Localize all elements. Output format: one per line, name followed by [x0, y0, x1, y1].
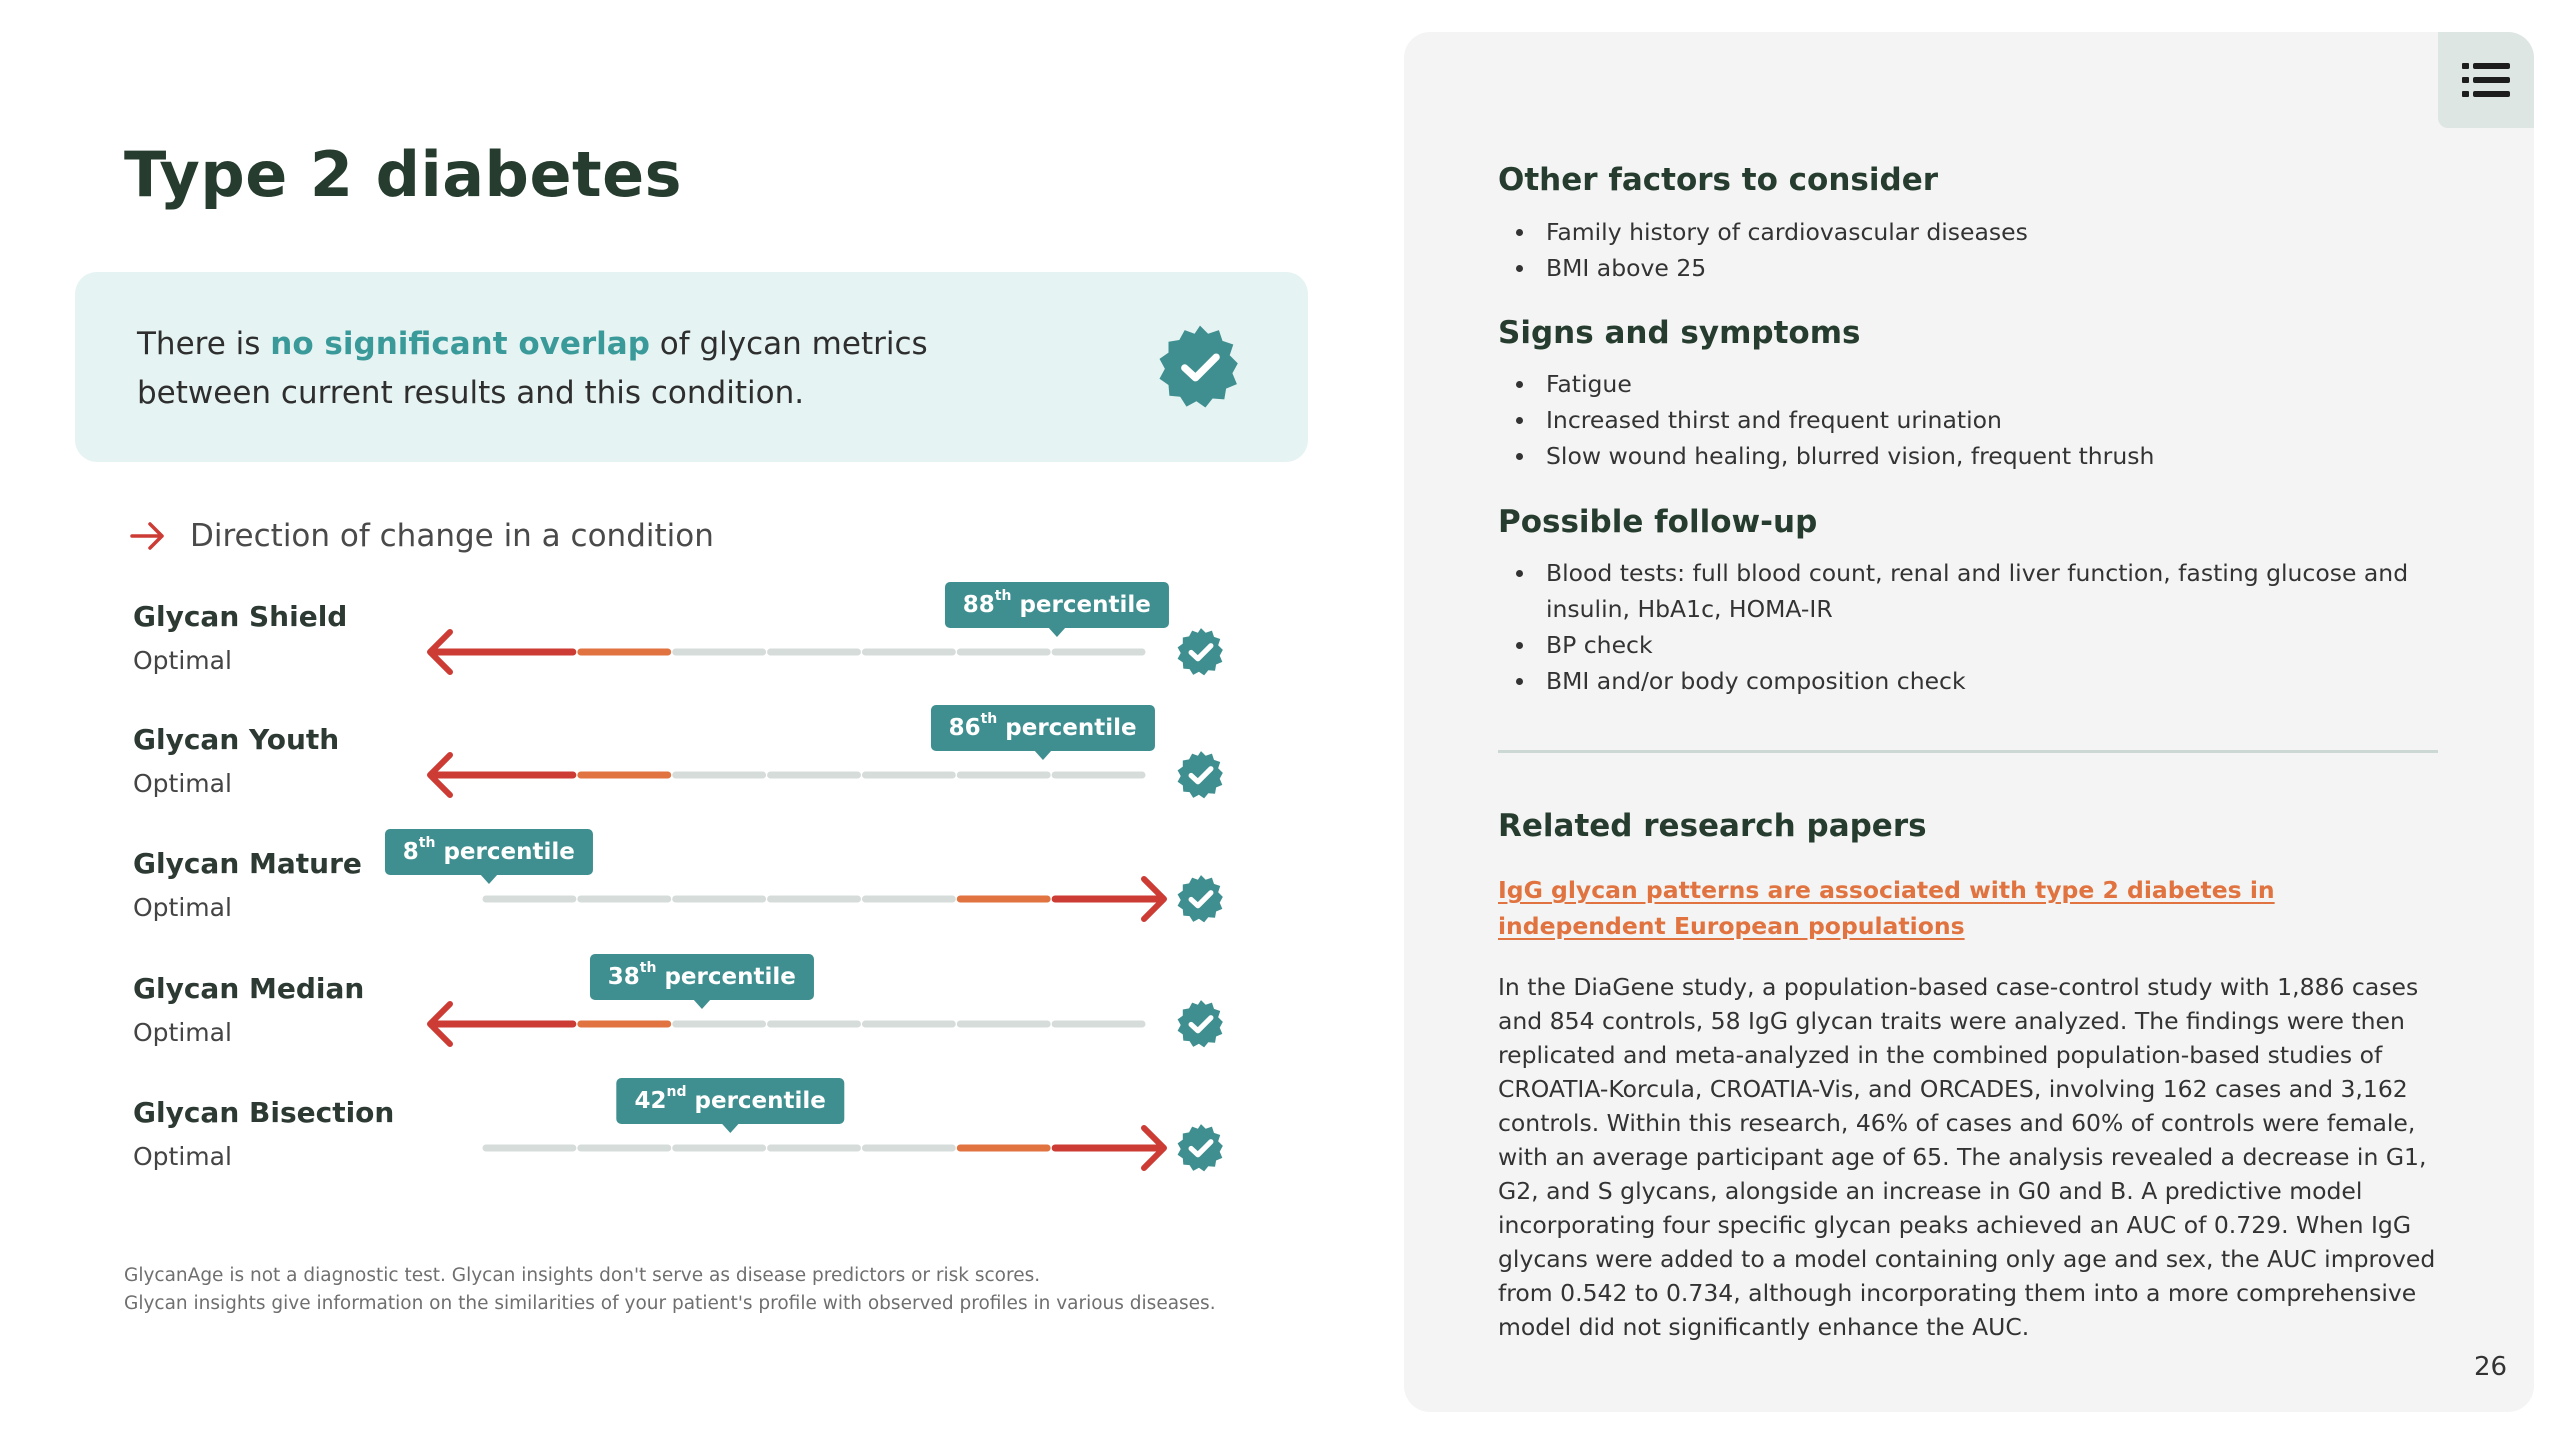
- page-title: Type 2 diabetes: [124, 138, 683, 211]
- check-badge-icon: [1177, 1124, 1223, 1172]
- details-panel: Other factors to consider Family history…: [1404, 32, 2534, 1412]
- menu-button[interactable]: [2438, 32, 2534, 128]
- list-item: Family history of cardiovascular disease…: [1498, 214, 2028, 250]
- disclaimer-line-2: Glycan insights give information on the …: [124, 1293, 1216, 1314]
- direction-legend: Direction of change in a condition: [128, 512, 714, 560]
- tag-pointer: [1047, 627, 1066, 637]
- list-item: BP check: [1498, 627, 2458, 663]
- disclaimer: GlycanAge is not a diagnostic test. Glyc…: [124, 1262, 1324, 1318]
- percentile-scale: 88th percentile: [420, 580, 1250, 690]
- other-factors-title: Other factors to consider: [1498, 162, 1939, 198]
- direction-legend-label: Direction of change in a condition: [190, 518, 714, 554]
- tag-pointer: [1033, 750, 1052, 760]
- follow-up-title: Possible follow-up: [1498, 504, 1818, 540]
- check-badge-icon: [1177, 628, 1223, 676]
- direction-arrowhead: [427, 1001, 453, 1047]
- metric-name: Glycan Shield: [133, 600, 348, 633]
- percentile-value: 42: [634, 1088, 667, 1114]
- direction-bar: [427, 629, 1146, 675]
- verified-check-badge-icon: [1159, 325, 1238, 408]
- overlap-summary-text: There is no significant overlap of glyca…: [137, 320, 1037, 418]
- metric-name: Glycan Median: [133, 972, 365, 1005]
- direction-arrowhead: [1141, 876, 1167, 922]
- percentile-scale: 42nd percentile: [420, 1076, 1250, 1186]
- percentile-suffix: th: [639, 960, 657, 976]
- direction-bar: [482, 876, 1167, 922]
- percentile-tag: 88th percentile: [944, 582, 1169, 637]
- percentile-scale: 38th percentile: [420, 952, 1250, 1062]
- direction-bar: [427, 1001, 1146, 1047]
- percentile-tag: 38th percentile: [589, 954, 814, 1009]
- metric-name: Glycan Bisection: [133, 1096, 395, 1129]
- percentile-suffix: th: [980, 711, 998, 727]
- percentile-word: percentile: [1005, 715, 1137, 741]
- check-badge-icon: [1177, 875, 1223, 923]
- research-papers-title: Related research papers: [1498, 808, 1927, 844]
- list-menu-icon: [2462, 63, 2510, 97]
- percentile-value: 38: [607, 964, 640, 990]
- list-item: BMI above 25: [1498, 250, 2028, 286]
- signs-symptoms-title: Signs and symptoms: [1498, 315, 1861, 351]
- metric-status: Optimal: [133, 1018, 232, 1047]
- percentile-scale: 8th percentile: [384, 827, 1250, 937]
- signs-symptoms-list: Fatigue Increased thirst and frequent ur…: [1498, 366, 2154, 474]
- percentile-scale: 86th percentile: [420, 703, 1250, 813]
- direction-arrowhead: [1141, 1125, 1167, 1171]
- overlap-summary-box: There is no significant overlap of glyca…: [75, 272, 1308, 462]
- research-paper-link[interactable]: IgG glycan patterns are associated with …: [1498, 876, 2275, 940]
- metric-status: Optimal: [133, 769, 232, 798]
- metric-name: Glycan Mature: [133, 847, 362, 880]
- percentile-tag: 86th percentile: [930, 705, 1155, 760]
- tag-pointer: [479, 874, 498, 884]
- direction-bar: [427, 752, 1146, 798]
- summary-text-before: There is: [137, 326, 271, 362]
- summary-highlight: no significant overlap: [270, 326, 650, 362]
- percentile-value: 8: [402, 839, 419, 865]
- check-badge-icon: [1177, 1000, 1223, 1048]
- percentile-tag: 8th percentile: [384, 829, 593, 884]
- percentile-suffix: th: [994, 588, 1012, 604]
- metric-status: Optimal: [133, 646, 232, 675]
- page-number: 26: [2474, 1352, 2508, 1382]
- percentile-suffix: th: [418, 835, 436, 851]
- percentile-value: 88: [962, 592, 995, 618]
- other-factors-list: Family history of cardiovascular disease…: [1498, 214, 2028, 286]
- direction-arrowhead: [427, 752, 453, 798]
- percentile-word: percentile: [694, 1088, 826, 1114]
- percentile-suffix: nd: [666, 1084, 687, 1100]
- list-item: Increased thirst and frequent urination: [1498, 402, 2154, 438]
- percentile-word: percentile: [664, 964, 796, 990]
- list-item: Fatigue: [1498, 366, 2154, 402]
- metric-status: Optimal: [133, 893, 232, 922]
- percentile-word: percentile: [443, 839, 575, 865]
- arrow-right-icon: [130, 522, 164, 550]
- check-badge-icon: [1177, 751, 1223, 799]
- section-divider: [1498, 750, 2438, 753]
- list-item: Slow wound healing, blurred vision, freq…: [1498, 438, 2154, 474]
- tag-pointer: [721, 1123, 740, 1133]
- percentile-tag: 42nd percentile: [616, 1078, 844, 1133]
- tag-pointer: [692, 999, 711, 1009]
- direction-arrowhead: [427, 629, 453, 675]
- percentile-value: 86: [948, 715, 981, 741]
- list-item: Blood tests: full blood count, renal and…: [1498, 555, 2458, 627]
- metric-status: Optimal: [133, 1142, 232, 1171]
- follow-up-list: Blood tests: full blood count, renal and…: [1498, 555, 2458, 699]
- summary-text-after: of glycan metrics between current result…: [137, 326, 928, 411]
- metric-name: Glycan Youth: [133, 723, 340, 756]
- disclaimer-line-1: GlycanAge is not a diagnostic test. Glyc…: [124, 1265, 1041, 1286]
- direction-bar: [482, 1125, 1167, 1171]
- list-item: BMI and/or body composition check: [1498, 663, 2458, 699]
- research-paper-summary: In the DiaGene study, a population-based…: [1498, 973, 2436, 1341]
- percentile-word: percentile: [1019, 592, 1151, 618]
